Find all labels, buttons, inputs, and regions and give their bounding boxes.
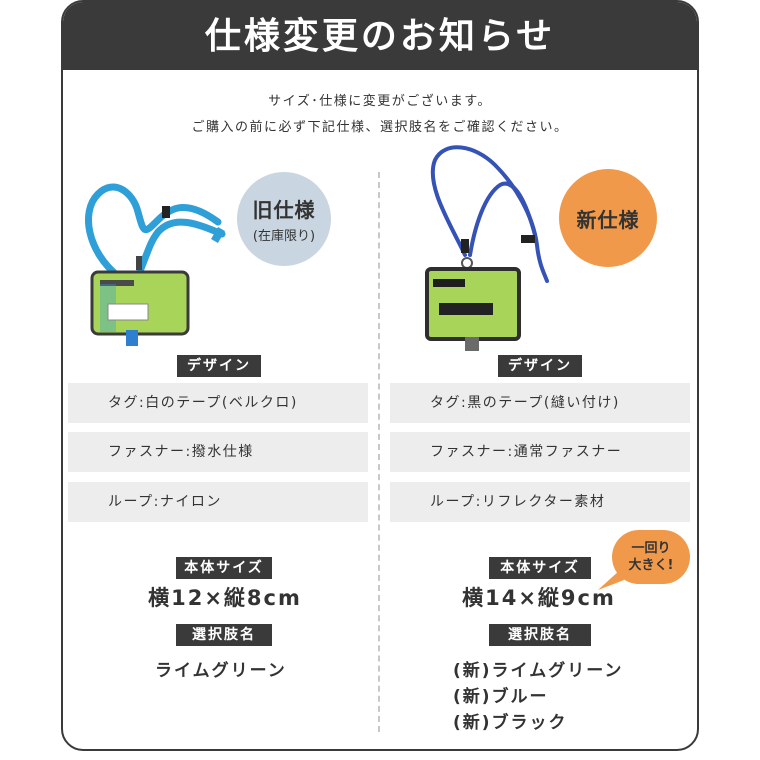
- new-design-label: デザイン: [498, 355, 582, 377]
- new-spec-row: ループ:リフレクター素材: [390, 482, 690, 522]
- column-divider: [378, 172, 380, 732]
- new-spec-row: ファスナー:通常ファスナー: [390, 432, 690, 472]
- new-option-item: (新)ライムグリーン: [453, 661, 624, 681]
- new-option-item: (新)ブルー: [453, 687, 549, 707]
- new-spec-row: タグ:黒のテープ(縫い付け): [390, 383, 690, 423]
- bigger-callout: 一回り 大きく!: [612, 530, 690, 584]
- old-spec-row: ループ:ナイロン: [68, 482, 368, 522]
- old-design-label: デザイン: [177, 355, 261, 377]
- new-spec-badge: 新仕様: [559, 169, 657, 267]
- new-product-image: [425, 145, 549, 351]
- new-size-label: 本体サイズ: [489, 557, 591, 579]
- old-spec-row: タグ:白のテープ(ベルクロ): [68, 383, 368, 423]
- old-product-image: [84, 183, 226, 346]
- old-size-value: 横12×縦8cm: [148, 586, 302, 610]
- callout-tail: [598, 570, 624, 590]
- old-badge-subtitle: (在庫限り): [252, 229, 316, 244]
- page-title: 仕様変更のお知らせ: [63, 2, 697, 70]
- old-option-item: ライムグリーン: [155, 661, 287, 681]
- intro-line-1: サイズ･仕様に変更がございます。: [268, 94, 492, 109]
- callout-line-1: 一回り: [631, 541, 671, 556]
- old-badge-title: 旧仕様: [252, 198, 316, 222]
- new-badge-title: 新仕様: [576, 207, 640, 232]
- old-size-label: 本体サイズ: [176, 557, 272, 579]
- old-spec-row: ファスナー:撥水仕様: [68, 432, 368, 472]
- new-size-value: 横14×縦9cm: [462, 586, 616, 610]
- new-option-item: (新)ブラック: [453, 713, 568, 733]
- old-options-label: 選択肢名: [176, 624, 272, 646]
- notice-card: 仕様変更のお知らせ: [61, 0, 699, 751]
- new-options-label: 選択肢名: [489, 624, 591, 646]
- intro-line-2: ご購入の前に必ず下記仕様、選択肢名をご確認ください。: [191, 120, 569, 135]
- callout-line-2: 大きく!: [628, 558, 674, 573]
- old-spec-badge: 旧仕様 (在庫限り): [237, 172, 331, 266]
